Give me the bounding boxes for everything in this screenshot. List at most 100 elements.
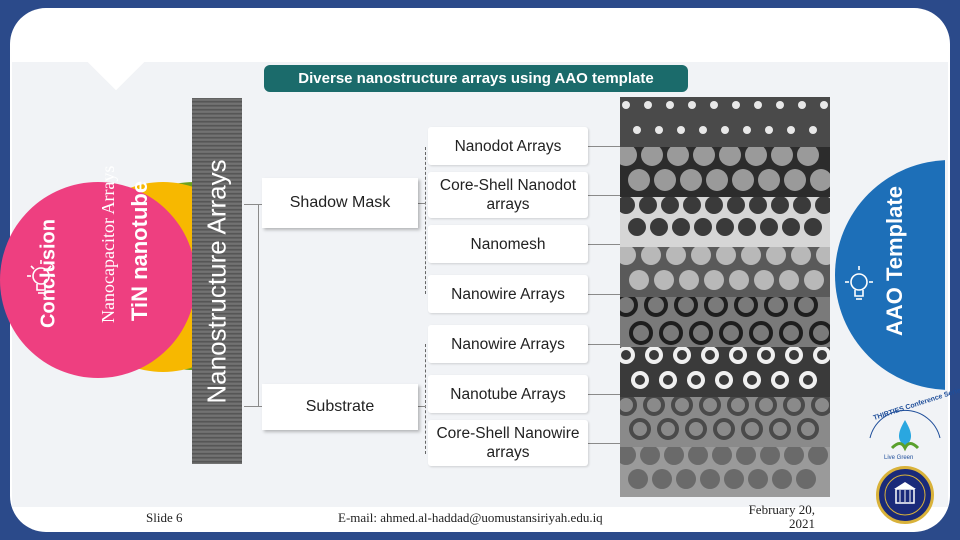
micrograph-feature <box>661 197 679 214</box>
micrograph-feature <box>667 147 689 166</box>
micrograph-feature <box>674 297 698 317</box>
micrograph-feature <box>816 247 830 265</box>
micrograph-feature <box>811 397 830 416</box>
micrograph-feature <box>745 147 767 166</box>
micrograph-feature <box>784 447 804 465</box>
micrograph-feature <box>743 126 751 134</box>
micrograph-feature <box>810 169 830 191</box>
connector <box>244 406 262 407</box>
slide-number: Slide 6 <box>146 510 183 525</box>
micrograph-feature <box>703 270 724 290</box>
micrograph-feature <box>771 197 789 214</box>
conclusion-tab[interactable] <box>0 182 195 378</box>
shadow-mask-bracket <box>425 147 426 294</box>
item-nanomesh: Nanomesh <box>428 225 588 263</box>
micrograph-feature <box>640 447 660 465</box>
item-core-shell-nanodot: Core-Shell Nanodot arrays <box>428 172 588 218</box>
micrograph-feature <box>620 197 635 214</box>
micrograph-feature <box>753 270 774 290</box>
micrograph-feature <box>755 397 777 416</box>
substrate-box: Substrate <box>262 384 418 430</box>
micrograph-feature <box>715 371 733 389</box>
micrograph-feature <box>809 126 817 134</box>
micrograph-feature <box>784 169 806 191</box>
micrograph-feature <box>766 247 786 265</box>
micrograph-feature <box>644 101 652 109</box>
right-tab[interactable] <box>835 160 945 390</box>
tin-nanotube-label: TiN nanotube <box>127 180 152 322</box>
micrograph-feature <box>771 147 793 166</box>
micrograph-feature <box>804 218 822 236</box>
micrograph-feature <box>664 447 684 465</box>
micrograph-feature <box>820 101 828 109</box>
micrograph-feature <box>736 447 756 465</box>
left-tab-stack <box>0 150 195 390</box>
micrograph-feature <box>622 101 630 109</box>
micrograph-feature <box>782 218 800 236</box>
micrograph-feature <box>699 126 707 134</box>
shadow-mask-box: Shadow Mask <box>262 178 418 228</box>
micrograph-feature <box>633 126 641 134</box>
micrograph-feature <box>678 270 699 290</box>
connector <box>588 244 620 245</box>
micrograph-feature <box>691 247 711 265</box>
micrograph-feature <box>772 469 792 489</box>
micrograph-feature <box>683 197 701 214</box>
connector <box>588 195 620 196</box>
micrograph-feature <box>705 197 723 214</box>
micrograph-feature <box>676 469 696 489</box>
micrograph-feature <box>749 197 767 214</box>
micrograph-feature <box>700 469 720 489</box>
micrograph-tile <box>620 297 830 347</box>
micrograph-feature <box>704 297 728 317</box>
micrograph-tile <box>620 347 830 397</box>
micrograph-feature <box>769 418 791 440</box>
micrograph-feature <box>643 397 665 416</box>
micrograph-feature <box>719 321 743 345</box>
footer-email: E-mail: ahmed.al-haddad@uomustansiriyah.… <box>338 510 603 525</box>
micrograph-feature <box>729 347 747 364</box>
micrograph-feature <box>688 101 696 109</box>
micrograph-feature <box>631 371 649 389</box>
micrograph-feature <box>791 247 811 265</box>
item-nanowire-arrays: Nanowire Arrays <box>428 275 588 313</box>
micrograph-feature <box>741 247 761 265</box>
micrograph-feature <box>628 270 649 290</box>
connector <box>588 146 620 147</box>
micrograph-feature <box>628 469 648 489</box>
micrograph-feature <box>620 347 635 364</box>
micrograph-feature <box>765 126 773 134</box>
micrograph-feature <box>710 101 718 109</box>
footer-date: February 20, 2021 <box>748 502 815 531</box>
micrograph-feature <box>760 218 778 236</box>
micrograph-feature <box>680 169 702 191</box>
micrograph-feature <box>629 418 651 440</box>
micrograph-feature <box>673 347 691 364</box>
micrograph-feature <box>641 147 663 166</box>
micrograph-feature <box>712 447 732 465</box>
micrograph-tile <box>620 147 830 197</box>
micrograph-feature <box>778 270 799 290</box>
conclusion-label: Conclusion <box>37 219 60 328</box>
micrograph-feature <box>685 418 707 440</box>
item-core-shell-nanowire: Core-Shell Nanowire arrays <box>428 420 588 466</box>
nanostructure-title: Nanostructure Arrays <box>201 159 232 404</box>
university-seal <box>876 466 934 524</box>
micrograph-feature <box>666 101 674 109</box>
micrograph-feature <box>671 397 693 416</box>
micrograph-feature <box>743 371 761 389</box>
item-nanotube-arrays: Nanotube Arrays <box>428 375 588 413</box>
micrograph-feature <box>757 347 775 364</box>
micrograph-feature <box>797 147 819 166</box>
micrograph-feature <box>654 169 676 191</box>
micrograph-feature <box>655 126 663 134</box>
micrograph-feature <box>701 347 719 364</box>
nanostructure-tab[interactable] <box>192 98 242 464</box>
connector <box>588 394 620 395</box>
micrograph-feature <box>787 126 795 134</box>
micrograph-feature <box>771 371 789 389</box>
micrograph-feature <box>659 321 683 345</box>
connector <box>258 204 259 406</box>
micrograph-feature <box>738 218 756 236</box>
micrograph-feature <box>741 418 763 440</box>
